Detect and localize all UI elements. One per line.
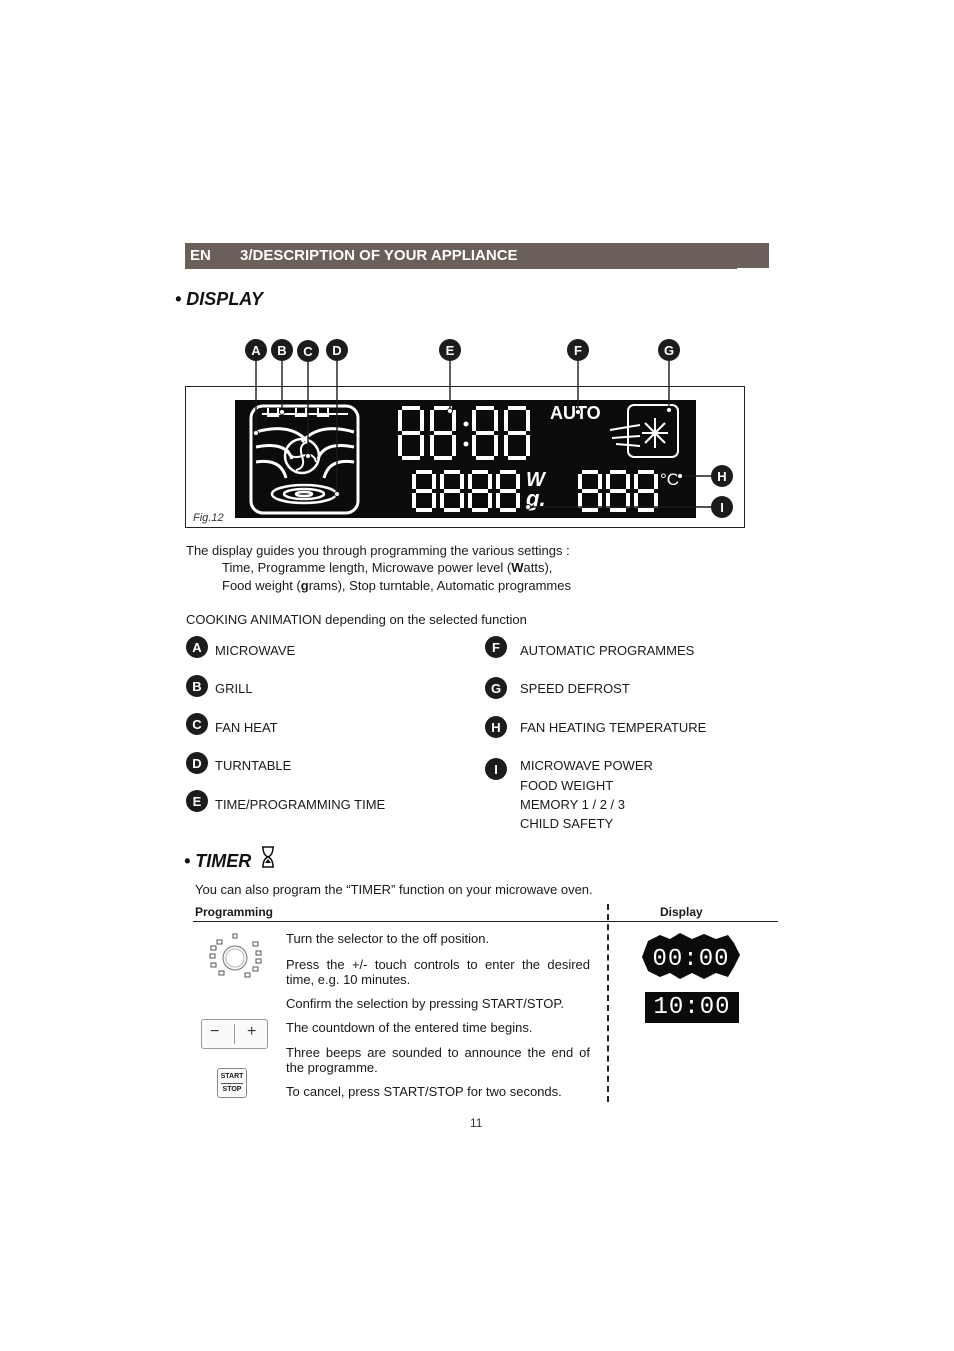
oven-cavity-icon: [249, 404, 360, 515]
lcd-colon-dot: [463, 421, 469, 427]
blinking-display-example: 00:00: [642, 933, 740, 979]
legend-label-food-weight: FOOD WEIGHT: [520, 778, 614, 793]
legend-label-fan-heat: FAN HEAT: [215, 720, 278, 735]
plus-minus-divider: [234, 1024, 235, 1044]
timer-section-title: • TIMER: [184, 851, 252, 871]
grill-icon: [267, 408, 329, 417]
timer-step-2: Press the +/- touch controls to enter th…: [286, 957, 590, 987]
legend-label-microwave: MICROWAVE: [215, 643, 296, 658]
section-header-bar: [185, 243, 769, 268]
start-stop-divider: [221, 1083, 243, 1084]
legend-label-child-safety: CHILD SAFETY: [520, 816, 614, 831]
timer-step-4: The countdown of the entered time begins…: [286, 1020, 533, 1035]
display-section-title: • DISPLAY: [175, 289, 263, 309]
plus-button[interactable]: +: [247, 1023, 257, 1040]
figure-caption: Fig.12: [193, 512, 224, 524]
legend-label-memory: MEMORY 1 / 2 / 3: [520, 797, 626, 812]
callout-c: C: [303, 344, 313, 359]
watts-unit: W: [526, 469, 547, 491]
legend-label-automatic-programmes: AUTOMATIC PROGRAMMES: [520, 643, 695, 658]
timer-step-5: Three beeps are sounded to announce the …: [286, 1045, 590, 1075]
set-time-display-example: 10:00: [645, 992, 739, 1023]
callout-f: F: [574, 343, 582, 358]
plus-minus-controls[interactable]: − +: [201, 1019, 268, 1049]
display-intro-line1: The display guides you through programmi…: [186, 543, 570, 558]
display-diagram: AUTO W g. °C A B C D E F: [235, 339, 733, 518]
legend-label-speed-defrost: SPEED DEFROST: [520, 681, 630, 696]
callout-e: E: [446, 343, 455, 358]
legend-label-time: TIME/PROGRAMMING TIME: [215, 797, 386, 812]
legend-badge-b: B: [186, 675, 208, 697]
legend-label-microwave-power: MICROWAVE POWER: [520, 758, 653, 773]
callout-h: H: [717, 469, 726, 484]
hourglass-icon: [262, 846, 274, 868]
legend-label-turntable: TURNTABLE: [215, 758, 292, 773]
callout-i: I: [720, 500, 724, 515]
legend-badge-a: A: [186, 636, 208, 658]
timer-step-3: Confirm the selection by pressing START/…: [286, 996, 564, 1011]
set-time-text: 10:00: [653, 994, 731, 1021]
timer-step-6: To cancel, press START/STOP for two seco…: [286, 1084, 562, 1099]
callout-d: D: [332, 343, 341, 358]
legend-badge-h: H: [485, 716, 507, 738]
temperature-digits: [578, 470, 658, 512]
celsius-unit: °C: [660, 470, 679, 489]
callout-g: G: [664, 343, 674, 358]
start-stop-button[interactable]: START STOP: [217, 1068, 247, 1098]
legend-badge-e: E: [186, 790, 208, 812]
start-label: START: [220, 1073, 244, 1080]
legend-label-grill: GRILL: [215, 681, 253, 696]
fan-icon: [283, 437, 321, 475]
time-digits: [398, 406, 530, 460]
legend-badge-d: D: [186, 752, 208, 774]
grams-unit: g.: [525, 486, 546, 511]
programming-column-header: Programming: [195, 905, 274, 919]
defrost-icon: [627, 404, 679, 458]
stop-label: STOP: [222, 1086, 242, 1093]
callout-b: B: [277, 343, 286, 358]
header-underline: [185, 268, 737, 269]
blink-time-text: 00:00: [652, 946, 729, 973]
callout-a: A: [251, 343, 261, 358]
timer-intro: You can also program the “TIMER” functio…: [195, 882, 593, 897]
cooking-animation-heading: COOKING ANIMATION depending on the selec…: [186, 612, 527, 627]
display-column-header: Display: [660, 905, 703, 919]
display-figure-frame: [185, 386, 745, 528]
lcd-colon-dot: [463, 441, 469, 447]
legend-badge-f: F: [485, 636, 507, 658]
display-intro-line3: Food weight (grams), Stop turntable, Aut…: [222, 578, 571, 593]
legend-label-fan-heating-temperature: FAN HEATING TEMPERATURE: [520, 720, 707, 735]
page-number: 11: [470, 1116, 483, 1130]
table-header-rule: [193, 921, 778, 922]
legend-badge-g: G: [485, 677, 507, 699]
timer-step-1: Turn the selector to the off position.: [286, 931, 490, 946]
minus-button[interactable]: −: [210, 1023, 220, 1040]
selector-dial-icon: [209, 933, 262, 978]
legend-badge-i: I: [485, 758, 507, 780]
table-column-divider: [607, 904, 609, 1102]
legend-badge-c: C: [186, 713, 208, 735]
display-intro-line2: Time, Programme length, Microwave power …: [222, 560, 553, 575]
power-digits: [412, 470, 520, 512]
language-code: EN: [190, 247, 211, 264]
section-header-title: 3/DESCRIPTION OF YOUR APPLIANCE: [240, 247, 518, 264]
